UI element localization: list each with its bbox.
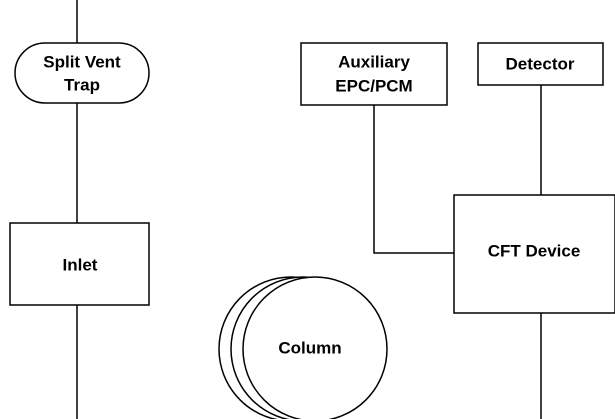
detector-node: Detector [477, 42, 604, 86]
column-coil-front [242, 276, 388, 419]
split-vent-trap-label-line2: Trap [64, 75, 100, 94]
split-vent-trap-label-line1: Split Vent [43, 52, 121, 71]
cft-device-box [453, 194, 615, 314]
inlet-node: Inlet [9, 222, 150, 306]
auxiliary-epc-pcm-node: Auxiliary EPC/PCM [300, 42, 448, 106]
inlet-box [9, 222, 150, 306]
cft-device-label: CFT Device [488, 241, 581, 260]
auxiliary-epc-pcm-box [300, 42, 448, 106]
detector-box [477, 42, 604, 86]
split-vent-trap-node: Split Vent Trap [14, 42, 150, 104]
inlet-label: Inlet [63, 255, 98, 274]
detector-label: Detector [506, 54, 575, 73]
connector-auxiliary-to-cft [373, 105, 454, 254]
cft-device-node: CFT Device [453, 194, 615, 314]
split-vent-trap-shape [14, 42, 150, 104]
auxiliary-label-line1: Auxiliary [338, 52, 410, 71]
column-node: Column [218, 276, 388, 419]
auxiliary-label-line2: EPC/PCM [335, 76, 412, 95]
column-label: Column [278, 338, 341, 357]
